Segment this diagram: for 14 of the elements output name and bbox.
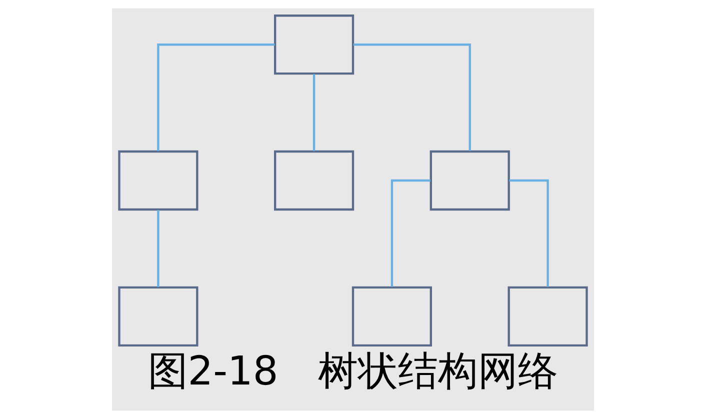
connector [156,44,274,152]
node-box [118,150,198,211]
node-box [507,286,588,346]
connector [156,210,159,287]
node-box [274,14,354,75]
node-box [429,150,510,211]
connector [352,44,470,152]
node-box [274,150,354,211]
connector [312,74,315,152]
connector [390,179,430,287]
caption: 图2-18 树状结构网络 [147,348,558,395]
node-box [351,286,432,346]
connector [508,179,548,287]
node-box [118,286,198,346]
